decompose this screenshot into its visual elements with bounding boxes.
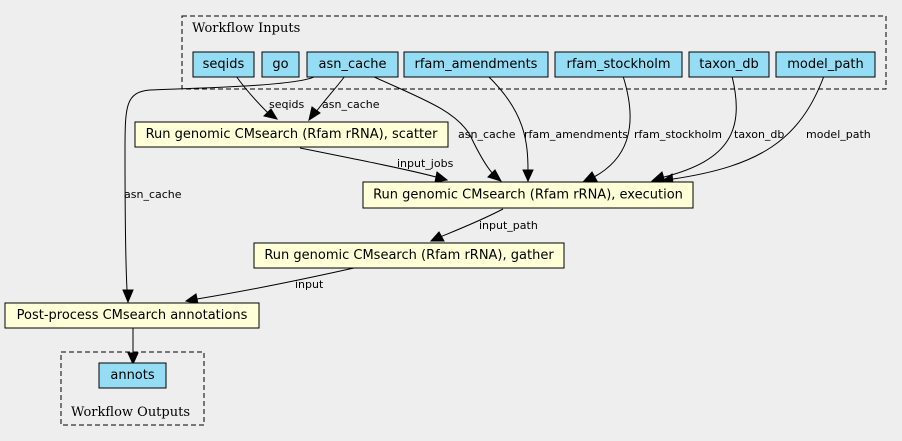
input-node-rfam-amendments[interactable] xyxy=(403,51,549,78)
edge-rfam-amendments-arrowhead xyxy=(522,169,534,183)
workflow-inputs-label: Workflow Inputs xyxy=(192,21,300,36)
input-label-rfam-stockholm: rfam_stockholm xyxy=(566,57,670,72)
step-label-scatter: Run genomic CMsearch (Rfam rRNA), scatte… xyxy=(146,127,439,142)
edge-asn-cache-postprocess-arrowhead xyxy=(122,289,134,304)
input-node-taxon-db[interactable] xyxy=(688,51,770,78)
step-node-execution[interactable] xyxy=(362,181,694,209)
input-label-taxon-db: taxon_db xyxy=(699,57,759,72)
edge-input-path-arrowhead xyxy=(429,231,445,242)
input-node-seqids[interactable] xyxy=(192,51,255,78)
step-node-postprocess[interactable] xyxy=(4,302,260,329)
edge-input-jobs-arrowhead xyxy=(434,171,449,183)
input-label-go: go xyxy=(272,57,288,72)
edge-label-asn-cache-execution: asn_cache xyxy=(458,128,516,141)
edge-rfam-amendments xyxy=(487,75,529,172)
edge-label-rfam-amendments: rfam_amendments xyxy=(524,128,628,141)
edge-label-asn-cache-scatter: asn_cache xyxy=(322,98,380,111)
input-node-go[interactable] xyxy=(261,51,300,78)
edge-asn-cache-scatter xyxy=(315,75,346,113)
edge-asn-cache-execution xyxy=(371,75,494,175)
edge-seqids xyxy=(235,75,269,114)
edge-label-taxon-db: taxon_db xyxy=(734,128,784,141)
workflow-inputs-cluster xyxy=(181,15,887,90)
edge-label-input-jobs: input_jobs xyxy=(397,157,454,170)
input-node-asn-cache[interactable] xyxy=(306,51,399,78)
edge-label-asn-cache-postprocess: asn_cache xyxy=(124,188,182,201)
output-label-annots: annots xyxy=(110,368,154,383)
edge-seqids-arrowhead xyxy=(263,108,279,120)
edge-input-jobs xyxy=(299,147,437,178)
edge-rfam-stockholm-arrowhead xyxy=(582,171,598,182)
input-label-rfam-amendments: rfam_amendments xyxy=(415,57,538,72)
step-label-gather: Run genomic CMsearch (Rfam rRNA), gather xyxy=(264,248,554,263)
edge-label-input-path: input_path xyxy=(479,219,538,232)
input-label-model-path: model_path xyxy=(787,57,864,72)
edge-rfam-stockholm xyxy=(593,75,631,178)
input-label-seqids: seqids xyxy=(203,57,245,72)
edge-taxon-db xyxy=(663,75,737,178)
edge-input xyxy=(196,267,355,300)
input-label-asn-cache: asn_cache xyxy=(319,57,387,72)
edge-asn-cache-postprocess xyxy=(124,75,317,291)
edge-input-path xyxy=(439,208,504,238)
step-node-gather[interactable] xyxy=(253,242,565,269)
edge-model-path xyxy=(672,75,825,180)
output-node-annots[interactable] xyxy=(98,362,167,389)
step-label-execution: Run genomic CMsearch (Rfam rRNA), execut… xyxy=(373,188,683,203)
workflow-outputs-cluster xyxy=(60,351,205,426)
edge-annots-arrowhead xyxy=(127,352,139,366)
step-node-scatter[interactable] xyxy=(134,121,449,148)
input-node-model-path[interactable] xyxy=(775,51,876,78)
step-label-postprocess: Post-process CMsearch annotations xyxy=(17,308,248,323)
workflow-outputs-label: Workflow Outputs xyxy=(71,405,190,420)
edge-asn-cache-execution-arrowhead xyxy=(487,169,503,182)
edge-label-model-path: model_path xyxy=(806,128,871,141)
edge-asn-cache-scatter-arrowhead xyxy=(308,106,321,122)
edge-label-seqids: seqids xyxy=(269,98,305,111)
edge-label-input: input xyxy=(295,278,324,291)
edge-label-rfam-stockholm: rfam_stockholm xyxy=(634,128,722,141)
input-node-rfam-stockholm[interactable] xyxy=(554,51,683,78)
